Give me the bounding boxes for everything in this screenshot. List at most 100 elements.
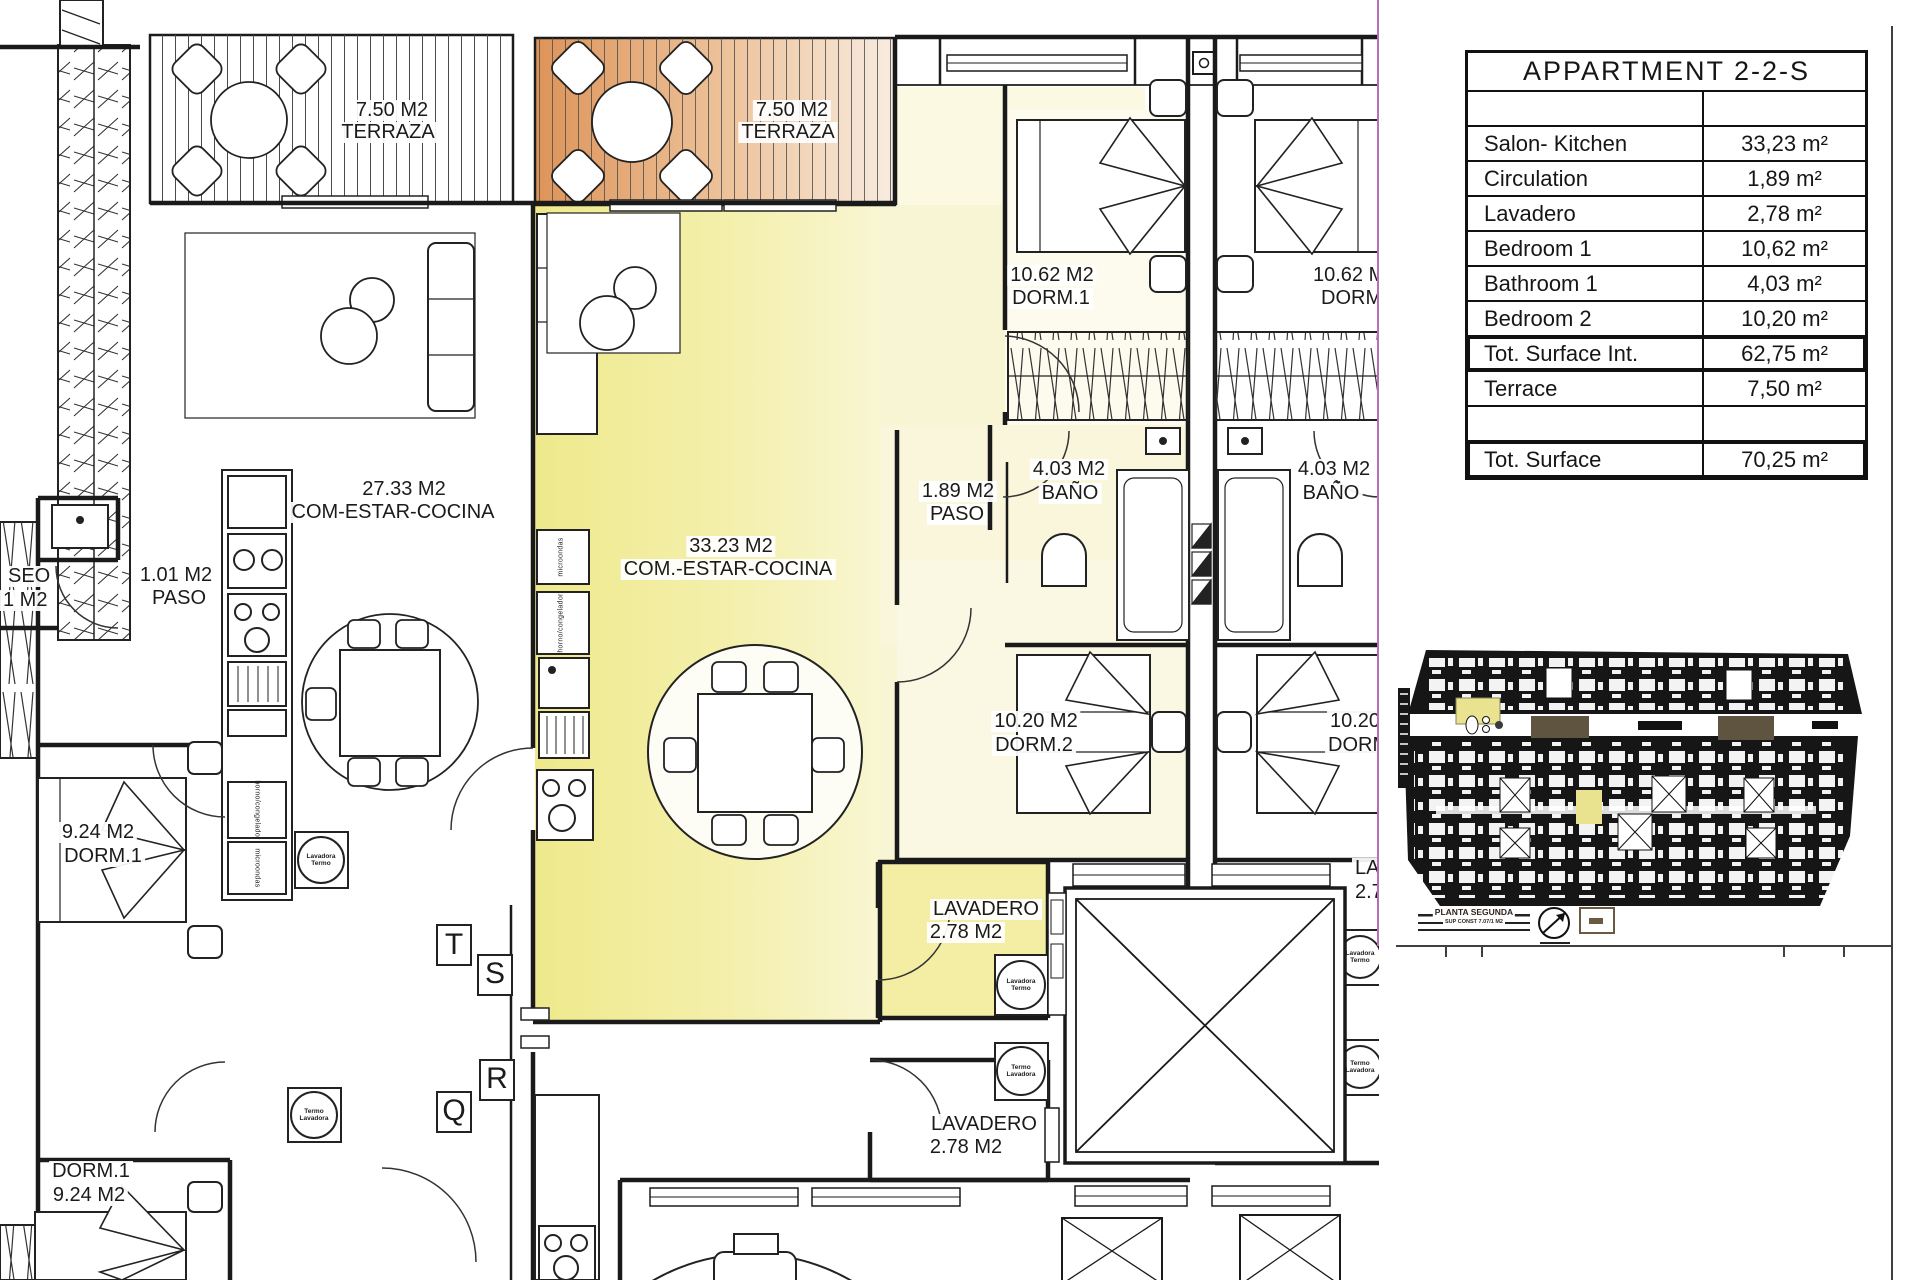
terrace-main-area-label: 7.50 M2 bbox=[752, 100, 832, 121]
row-label bbox=[1468, 407, 1704, 440]
dorm2-right-name-label: DORM.2 bbox=[1325, 735, 1379, 756]
row-label: Lavadero bbox=[1468, 197, 1704, 230]
washer-label-line1: Termo bbox=[1011, 1063, 1031, 1071]
washer-label-line2: Termo bbox=[1011, 985, 1031, 992]
row-label: Terrace bbox=[1468, 372, 1704, 405]
paso-left-area-label: 1.01 M2 bbox=[136, 565, 216, 586]
area-table-row: Lavadero 2,78 m² bbox=[1468, 197, 1865, 232]
lavadero-main-name-label: LAVADERO bbox=[930, 899, 1042, 920]
row-value: 70,25 m² bbox=[1741, 446, 1828, 472]
row-value: 33,23 m² bbox=[1741, 130, 1828, 156]
paso-main-name-label: PASO bbox=[926, 504, 988, 525]
row-label: Salon- Kitchen bbox=[1468, 127, 1704, 160]
lavadero-main-area-label: 2.78 M2 bbox=[926, 922, 1006, 943]
living-main-area-label: 33.23 M2 bbox=[686, 536, 776, 557]
washer-label-line1: Lavadora bbox=[306, 852, 336, 860]
dorm2-right-area-label: 10.20 M2 bbox=[1327, 711, 1379, 732]
door-letter-t: T bbox=[444, 928, 464, 961]
area-table-row bbox=[1468, 92, 1865, 127]
dorm1-main-area-label: 10.62 M2 bbox=[1007, 265, 1097, 286]
bano-main-area-label: 4.03 M2 bbox=[1029, 459, 1109, 480]
area-table-row: Bathroom 1 4,03 m² bbox=[1468, 267, 1865, 302]
microwave-label-left: microondas bbox=[253, 848, 261, 888]
row-label: Bathroom 1 bbox=[1468, 267, 1704, 300]
row-value: 7,50 m² bbox=[1747, 375, 1822, 401]
floorplan-drawing: 7.50 M2 TERRAZA 7.50 M2 TERRAZA 27.33 M2… bbox=[0, 0, 1379, 1280]
aseo-left-label-line1: SEO bbox=[5, 566, 54, 587]
area-table-row: Bedroom 2 10,20 m² bbox=[1468, 302, 1865, 337]
area-table-title: APPARTMENT 2-2-S bbox=[1468, 53, 1865, 92]
area-table-row-total-interior: Tot. Surface Int. 62,75 m² bbox=[1468, 337, 1865, 372]
dorm2-main-area-label: 10.20 M2 bbox=[991, 711, 1081, 732]
washer-label-line1: Lavadora bbox=[1006, 977, 1036, 985]
lavadero-bottom-area-label: 2.78 M2 bbox=[926, 1137, 1006, 1158]
row-label bbox=[1468, 92, 1704, 125]
dorm1-left-bottom-name-label: DORM.1 bbox=[49, 1161, 133, 1182]
key-plan-thumbnail bbox=[1398, 650, 1862, 944]
terrace-left-name-label: TERRAZA bbox=[338, 122, 438, 143]
bano-main-name-label: BAÑO bbox=[1038, 483, 1102, 504]
door-letter-q: Q bbox=[442, 1094, 466, 1127]
row-value: 1,89 m² bbox=[1747, 165, 1822, 191]
door-letter-r: R bbox=[486, 1062, 508, 1095]
floorplan-geometry bbox=[0, 0, 1379, 1280]
washer-label-line1: Termo bbox=[1350, 1059, 1370, 1067]
dorm2-main-name-label: DORM.2 bbox=[992, 735, 1076, 756]
sheet-frame-right-line bbox=[1891, 26, 1893, 1280]
oven-freezer-label-left: horno/congelador bbox=[253, 780, 261, 840]
washer-label-line1: Termo bbox=[304, 1107, 324, 1115]
area-table-row: Salon- Kitchen 33,23 m² bbox=[1468, 127, 1865, 162]
frame-tick bbox=[1783, 947, 1785, 957]
row-label: Tot. Surface bbox=[1468, 442, 1704, 477]
row-label: Bedroom 1 bbox=[1468, 232, 1704, 265]
row-value: 2,78 m² bbox=[1747, 200, 1822, 226]
bano-right-name-label: BAÑO bbox=[1299, 483, 1363, 504]
row-value: 10,62 m² bbox=[1741, 235, 1828, 261]
area-table-row bbox=[1468, 407, 1865, 442]
area-table-row: Terrace 7,50 m² bbox=[1468, 372, 1865, 407]
dorm1-main-name-label: DORM.1 bbox=[1009, 288, 1093, 309]
washer-label-line2: Termo bbox=[311, 860, 331, 867]
area-table-row: Bedroom 1 10,62 m² bbox=[1468, 232, 1865, 267]
washer-label-line2: Lavadora bbox=[299, 1115, 329, 1122]
key-plan-subcaption: SUP CONST 7.07/1 M2 bbox=[1443, 919, 1505, 925]
living-main-name-label: COM.-ESTAR-COCINA bbox=[620, 559, 836, 580]
row-value: 62,75 m² bbox=[1741, 340, 1828, 366]
row-label: Bedroom 2 bbox=[1468, 302, 1704, 335]
row-value bbox=[1704, 92, 1865, 125]
row-label: Tot. Surface Int. bbox=[1468, 337, 1704, 370]
oven-freezer-label: horno/congelador bbox=[557, 593, 565, 653]
washer-label-line2: Lavadora bbox=[1345, 1067, 1375, 1074]
row-value bbox=[1704, 407, 1865, 440]
row-value: 4,03 m² bbox=[1747, 270, 1822, 296]
dorm1-right-name-label: DORM.1 bbox=[1318, 288, 1379, 309]
terrace-left-area-label: 7.50 M2 bbox=[352, 100, 432, 121]
lavadero-bottom-name-label: LAVADERO bbox=[928, 1114, 1040, 1135]
row-value: 10,20 m² bbox=[1741, 305, 1828, 331]
bano-right-area-label: 4.03 M2 bbox=[1294, 459, 1374, 480]
living-left-name-label: COM-ESTAR-COCINA bbox=[288, 502, 498, 523]
frame-tick bbox=[1445, 947, 1447, 957]
door-letter-s: S bbox=[484, 957, 506, 990]
washer-label-line2: Lavadora bbox=[1006, 1071, 1036, 1078]
frame-tick bbox=[1843, 947, 1845, 957]
area-table-row-total-surface: Tot. Surface 70,25 m² bbox=[1468, 442, 1865, 477]
living-left-area-label: 27.33 M2 bbox=[359, 479, 449, 500]
dorm1-left-bottom-area-label: 9.24 M2 bbox=[49, 1185, 129, 1206]
dorm1-left-area-label: 9.24 M2 bbox=[58, 822, 138, 843]
aseo-left-label-line2: 1 M2 bbox=[0, 590, 51, 611]
dorm1-left-name-label: DORM.1 bbox=[61, 846, 145, 867]
washer-label-line2: Termo bbox=[1350, 957, 1370, 964]
washer-label-line1: Lavadora bbox=[1345, 949, 1375, 957]
lavadero-right-name-label: LAVADERO bbox=[1352, 858, 1379, 879]
lavadero-right-area-label: 2.78 M2 bbox=[1352, 882, 1379, 903]
